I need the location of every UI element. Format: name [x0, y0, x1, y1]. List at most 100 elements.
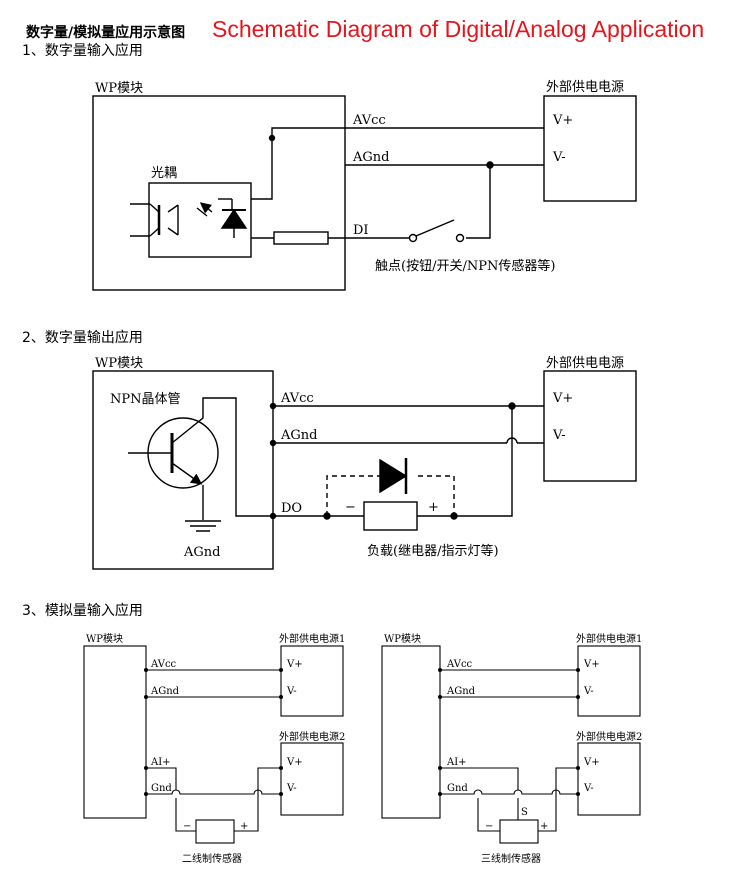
gnd-wire [146, 789, 281, 795]
d3b-agnd-label: AGnd [446, 686, 476, 697]
d3a-aiplus-label: AI+ [150, 757, 171, 768]
d1-vplus-label: V+ [552, 113, 573, 128]
d1-agnd-label: AGnd [352, 150, 389, 165]
d2-agnd-bottom-label: AGnd [183, 545, 220, 560]
d2-avcc-label: AVcc [280, 391, 314, 406]
junction-dot [486, 161, 494, 169]
led-leads [231, 199, 235, 238]
section-1-heading: 1、数字量输入应用 [22, 43, 143, 59]
d3b-aiplus-label: AI+ [446, 757, 467, 768]
di-resistor [273, 231, 329, 245]
d2-transistor-label: NPN晶体管 [110, 392, 181, 407]
sensor-minus-wire [175, 798, 196, 832]
switch-contact-left [408, 233, 418, 243]
junction-dot [269, 402, 277, 410]
d3a-vplus1-label: V+ [286, 659, 303, 670]
diode-dashed-path [326, 475, 455, 516]
d3a-vminus2-label: V- [286, 783, 297, 794]
junction-dot [268, 134, 276, 142]
wp-module-box [381, 645, 441, 819]
d3b-avcc-label: AVcc [446, 659, 473, 670]
avcc-wire [271, 127, 544, 138]
phototransistor-body [167, 204, 179, 236]
phototransistor-leads [130, 203, 150, 237]
d3b-supply2-label: 外部供电电源2 [576, 730, 642, 743]
page-header: 数字量/模拟量应用示意图 Schematic Diagram of Digita… [26, 16, 746, 46]
wp-module-box [83, 645, 147, 819]
opto-anode-wire [251, 138, 273, 200]
load-box [363, 501, 418, 531]
d3a-module-label: WP模块 [86, 633, 123, 645]
d1-avcc-label: AVcc [352, 113, 386, 128]
d3a-supply2-label: 外部供电电源2 [279, 730, 345, 743]
d3a-sensor-label: 二线制传感器 [182, 852, 242, 865]
sensor-box [195, 819, 235, 844]
section-3-heading: 3、模拟量输入应用 [22, 603, 143, 619]
light-arrows [197, 204, 213, 217]
power-supply-box [543, 95, 637, 202]
d2-supply-label: 外部供电电源 [546, 356, 624, 371]
d3b-gnd-label: Gnd [447, 783, 468, 794]
d2-module-label: WP模块 [95, 356, 143, 371]
d1-di-label: DI [353, 223, 369, 238]
junction-dot [508, 402, 516, 410]
d2-vminus-label: V- [552, 428, 566, 443]
d3b-vplus2-label: V+ [583, 757, 600, 768]
d2-plus-label: + [428, 500, 439, 515]
phototransistor-emitter-collector [149, 203, 160, 237]
d1-optocoupler-label: 光耦 [151, 166, 177, 181]
d3a-gnd-label: Gnd [151, 783, 172, 794]
sensor-box [499, 819, 539, 844]
d3a-agnd-label: AGnd [150, 686, 180, 697]
d3a-vminus1-label: V- [286, 686, 297, 697]
d3b-vminus1-label: V- [583, 686, 594, 697]
d3b-vminus2-label: V- [583, 783, 594, 794]
ai-plus-wire [440, 767, 519, 790]
d1-module-label: WP模块 [95, 81, 143, 96]
load-positive-wire [454, 406, 513, 517]
d1-supply-label: 外部供电电源 [546, 80, 624, 95]
title-chinese: 数字量/模拟量应用示意图 [26, 25, 186, 41]
sensor-minus-wire [477, 798, 500, 832]
switch-return-wire [466, 165, 491, 239]
d3b-plus-label: + [540, 821, 548, 832]
wp-module-box [92, 95, 346, 291]
d2-vplus-label: V+ [552, 391, 573, 406]
d1-vminus-label: V- [552, 150, 566, 165]
d3a-avcc-label: AVcc [150, 659, 177, 670]
d3a-plus-label: + [240, 821, 248, 832]
optocoupler-box [148, 182, 252, 258]
ai-plus-wire [146, 767, 177, 790]
power-supply-2-box [577, 742, 641, 816]
d2-minus-label: − [345, 500, 356, 515]
power-supply-2-box [280, 742, 344, 816]
d3b-supply1-label: 外部供电电源1 [576, 632, 642, 645]
d3b-vplus1-label: V+ [583, 659, 600, 670]
d1-contact-label: 触点(按钮/开关/NPN传感器等) [375, 258, 555, 274]
junction-dot [323, 512, 331, 520]
d3b-sensor-label: 三线制传感器 [481, 852, 541, 865]
diagram-digital-input [92, 95, 637, 291]
section-2-heading: 2、数字量输出应用 [22, 330, 143, 346]
switch-blade [415, 219, 455, 237]
d3a-supply1-label: 外部供电电源1 [279, 632, 345, 645]
d2-agnd-label: AGnd [280, 428, 317, 443]
ground-symbol [185, 520, 221, 532]
npn-emitter-arrow [171, 462, 203, 485]
npn-collector-wire [171, 397, 273, 517]
d2-load-label: 负载(继电器/指示灯等) [367, 543, 499, 559]
power-supply-1-box [577, 645, 641, 717]
d3b-s-label: S [521, 807, 528, 818]
sensor-plus-wire [234, 767, 281, 832]
d3a-minus-label: − [183, 821, 191, 832]
sensor-plus-wire [538, 767, 578, 832]
junction-dot [269, 439, 277, 447]
d3a-vplus2-label: V+ [286, 757, 303, 768]
diagram-analog-2wire [83, 645, 344, 844]
diagram-analog-3wire [381, 645, 641, 844]
led-triangle [220, 208, 248, 229]
switch-contact-right [455, 233, 465, 243]
d2-do-label: DO [281, 501, 302, 516]
wp-module-box [92, 370, 274, 570]
